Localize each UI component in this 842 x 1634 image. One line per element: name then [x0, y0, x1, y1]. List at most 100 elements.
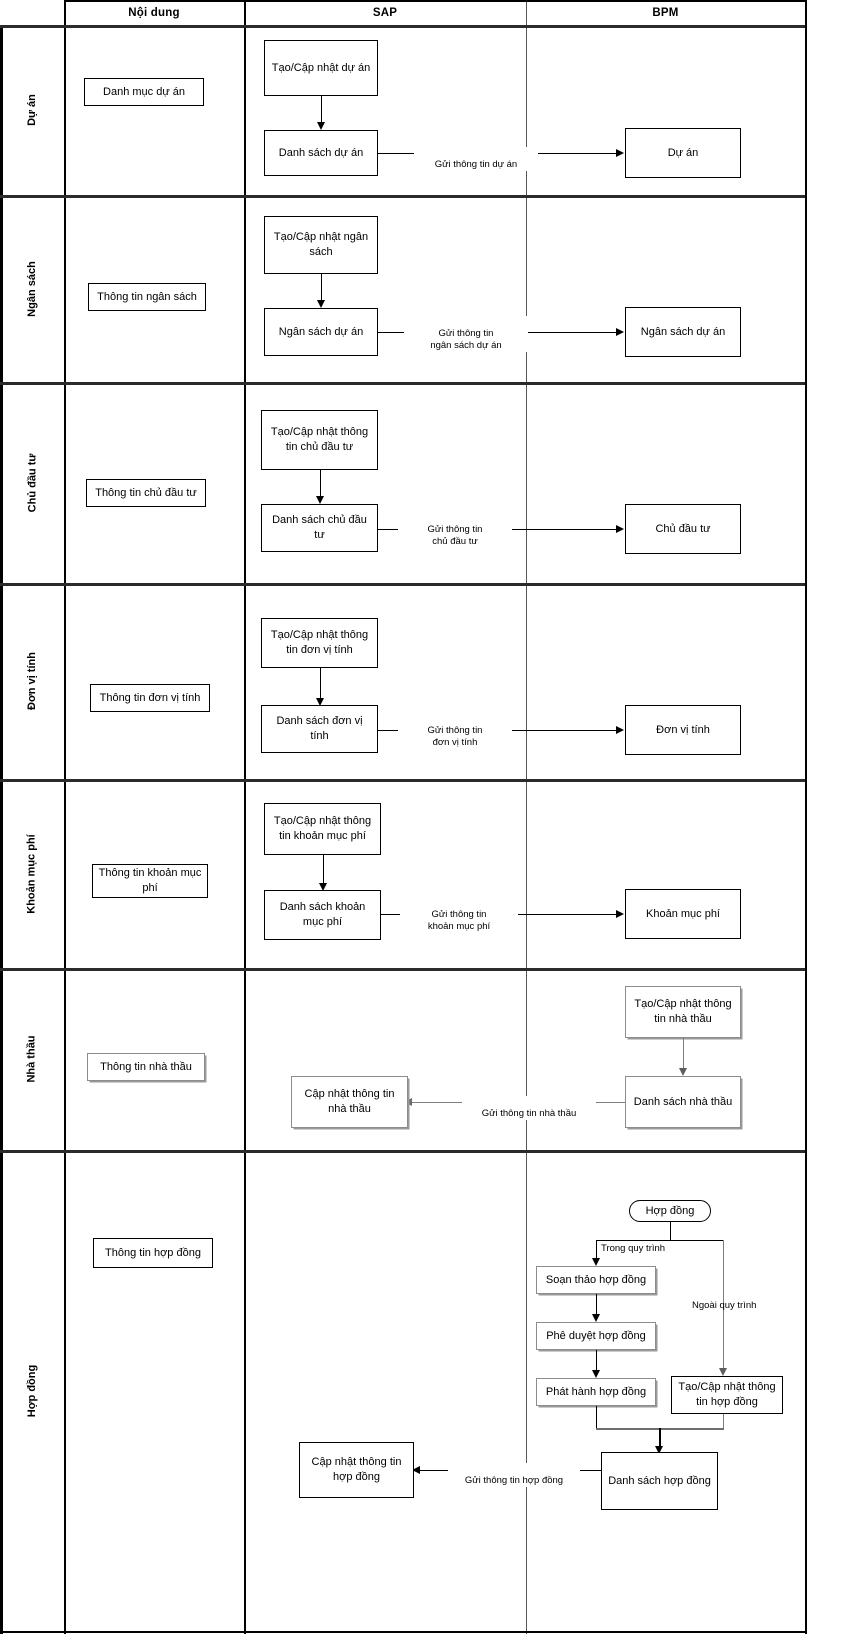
bpm-target-du-an: Dự án [625, 128, 741, 178]
sap-list-du-an-label: Danh sách dự án [278, 146, 364, 159]
bpm-list-nha-thau-label: Danh sách nhà thầu [633, 1095, 733, 1108]
arrowhead-sap-ngan-sach [317, 300, 325, 308]
rowlabel-chu-dau-tu-text: Chủ đầu tư [26, 453, 38, 512]
grid-hline-r3 [0, 583, 805, 586]
sap-list-chu-dau-tu: Danh sách chủ đầu tư [261, 504, 378, 552]
content-box-nha-thau: Thông tin nhà thầu [87, 1053, 205, 1081]
sap-create-update-don-vi-tinh-label: Tạo/Cập nhật thông tin đơn vị tính [270, 629, 369, 656]
header-bpm: BPM [526, 0, 805, 25]
arrowhead-step2-step3 [592, 1370, 600, 1378]
grid-hline-header [0, 25, 805, 28]
edge-label-khoan-muc-phi-text: Gửi thông tin khoản mục phí [427, 909, 491, 933]
content-box-hop-dong: Thông tin hợp đồng [93, 1238, 213, 1268]
bpm-step-phat-hanh: Phát hành hợp đồng [536, 1378, 656, 1406]
connector-sap-khoan-muc-phi [323, 855, 324, 885]
grid-hline-r4 [0, 779, 805, 782]
edge-label-don-vi-tinh-text: Gửi thông tin đơn vị tính [427, 725, 483, 749]
grid-hline-r1 [0, 195, 805, 198]
bpm-target-don-vi-tinh-label: Đơn vị tính [656, 723, 710, 736]
edge-label-hop-dong: Gửi thông tin hợp đồng [448, 1463, 580, 1488]
content-box-don-vi-tinh: Thông tin đơn vị tính [90, 684, 210, 712]
content-box-don-vi-tinh-label: Thông tin đơn vị tính [99, 691, 201, 704]
content-box-khoan-muc-phi-label: Thông tin khoản mục phí [98, 867, 202, 894]
rowlabel-khoan-muc-phi: Khoản mục phí [0, 779, 64, 968]
arrowhead-cross-khoan-muc-phi [616, 910, 624, 918]
bpm-target-chu-dau-tu: Chủ đầu tư [625, 504, 741, 554]
sap-list-don-vi-tinh: Danh sách đơn vị tính [261, 705, 378, 753]
content-box-du-an: Danh mục dự án [84, 78, 204, 106]
sap-list-don-vi-tinh-label: Danh sách đơn vị tính [276, 715, 363, 742]
edge-label-chu-dau-tu: Gửi thông tin chủ đầu tư [398, 512, 512, 549]
content-box-du-an-label: Danh mục dự án [103, 85, 185, 98]
edge-label-trong-quy-trinh: Trong quy trình [599, 1231, 695, 1255]
bpm-create-update-nha-thau-label: Tạo/Cập nhật thông tin nhà thầu [634, 998, 732, 1025]
arrowhead-cross-don-vi-tinh [616, 726, 624, 734]
sap-list-du-an: Danh sách dự án [264, 130, 378, 176]
bpm-target-khoan-muc-phi-label: Khoản mục phí [646, 907, 720, 920]
bpm-target-khoan-muc-phi: Khoản mục phí [625, 889, 741, 939]
header-noi-dung: Nội dung [64, 0, 244, 25]
sap-create-update-du-an: Tạo/Cập nhật dự án [264, 40, 378, 96]
connector-sap-don-vi-tinh [320, 668, 321, 700]
edge-label-du-an-text: Gửi thông tin dự án [434, 159, 518, 171]
bpm-target-ngan-sach-label: Ngân sách dự án [640, 325, 726, 338]
rowlabel-don-vi-tinh: Đơn vị tính [0, 583, 64, 779]
sap-list-chu-dau-tu-label: Danh sách chủ đầu tư [272, 514, 367, 541]
bpm-list-hop-dong-label: Danh sách hợp đồng [608, 1474, 711, 1487]
bpm-create-update-nha-thau: Tạo/Cập nhật thông tin nhà thầu [625, 986, 741, 1038]
arrowhead-cross-chu-dau-tu [616, 525, 624, 533]
arrowhead-branch-in [592, 1258, 600, 1266]
connector-step2-step3 [596, 1350, 597, 1374]
connector-merge-down [659, 1428, 661, 1450]
arrowhead-cross-nha-thau [404, 1098, 412, 1106]
connector-split-horizontal [596, 1240, 723, 1241]
rowlabel-chu-dau-tu: Chủ đầu tư [0, 382, 64, 583]
bpm-start-hop-dong: Hợp đồng [629, 1200, 711, 1222]
rowlabel-nha-thau-text: Nhà thầu [26, 1035, 38, 1083]
arrowhead-cross-ngan-sach [616, 328, 624, 336]
connector-sap-chu-dau-tu [320, 470, 321, 498]
content-box-chu-dau-tu: Thông tin chủ đầu tư [86, 479, 206, 507]
connector-step1-step2 [596, 1294, 597, 1318]
arrowhead-cross-du-an [616, 149, 624, 157]
sap-update-hop-dong: Cập nhật thông tin hợp đồng [299, 1442, 414, 1498]
header-bpm-label: BPM [652, 6, 679, 19]
arrowhead-sap-du-an [317, 122, 325, 130]
connector-branch-in [596, 1240, 597, 1262]
edge-label-chu-dau-tu-text: Gửi thông tin chủ đầu tư [427, 524, 483, 548]
grid-hline-top [64, 0, 805, 2]
bpm-list-hop-dong: Danh sách hợp đồng [601, 1452, 718, 1510]
bpm-start-hop-dong-label: Hợp đồng [645, 1205, 695, 1217]
bpm-step-phat-hanh-label: Phát hành hợp đồng [545, 1385, 647, 1398]
sap-create-update-ngan-sach: Tạo/Cập nhật ngân sách [264, 216, 378, 274]
sap-create-update-khoan-muc-phi: Tạo/Cập nhật thông tin khoản mục phí [264, 803, 381, 855]
rowlabel-ngan-sach-text: Ngân sách [25, 260, 38, 317]
rowlabel-nha-thau: Nhà thầu [0, 968, 64, 1150]
edge-label-hop-dong-text: Gửi thông tin hợp đồng [464, 1475, 564, 1487]
sap-create-update-chu-dau-tu-label: Tạo/Cập nhật thông tin chủ đầu tư [270, 426, 369, 453]
bpm-alt-hop-dong: Tạo/Cập nhật thông tin hợp đồng [671, 1376, 783, 1414]
connector-sap-ngan-sach [321, 274, 322, 302]
sap-create-update-du-an-label: Tạo/Cập nhật dự án [271, 61, 371, 74]
arrowhead-sap-don-vi-tinh [316, 698, 324, 706]
grid-vline-right [805, 0, 807, 1634]
bpm-target-ngan-sach: Ngân sách dự án [625, 307, 741, 357]
edge-label-khoan-muc-phi: Gửi thông tin khoản mục phí [400, 897, 518, 934]
sap-create-update-ngan-sach-label: Tạo/Cập nhật ngân sách [273, 231, 369, 258]
bpm-step-soan-thao-label: Soạn thảo hợp đồng [545, 1273, 647, 1286]
bpm-step-phe-duyet: Phê duyệt hợp đồng [536, 1322, 656, 1350]
content-box-chu-dau-tu-label: Thông tin chủ đầu tư [95, 486, 197, 499]
grid-vline-col2 [244, 0, 246, 1634]
connector-bpm-nha-thau [683, 1038, 684, 1070]
grid-hline-r5 [0, 968, 805, 971]
connector-merge-left [596, 1406, 597, 1428]
bpm-list-nha-thau: Danh sách nhà thầu [625, 1076, 741, 1128]
edge-label-ngan-sach-text: Gửi thông tin ngân sách dự án [430, 328, 502, 352]
sap-list-ngan-sach-label: Ngân sách dự án [278, 325, 364, 338]
arrowhead-merge-down [655, 1446, 663, 1454]
sap-list-khoan-muc-phi-label: Danh sách khoản mục phí [279, 901, 366, 928]
edge-label-ngoai-quy-trinh: Ngoài quy trình [690, 1288, 794, 1312]
grid-hline-r6 [0, 1150, 805, 1153]
edge-label-du-an: Gửi thông tin dự án [414, 147, 538, 172]
